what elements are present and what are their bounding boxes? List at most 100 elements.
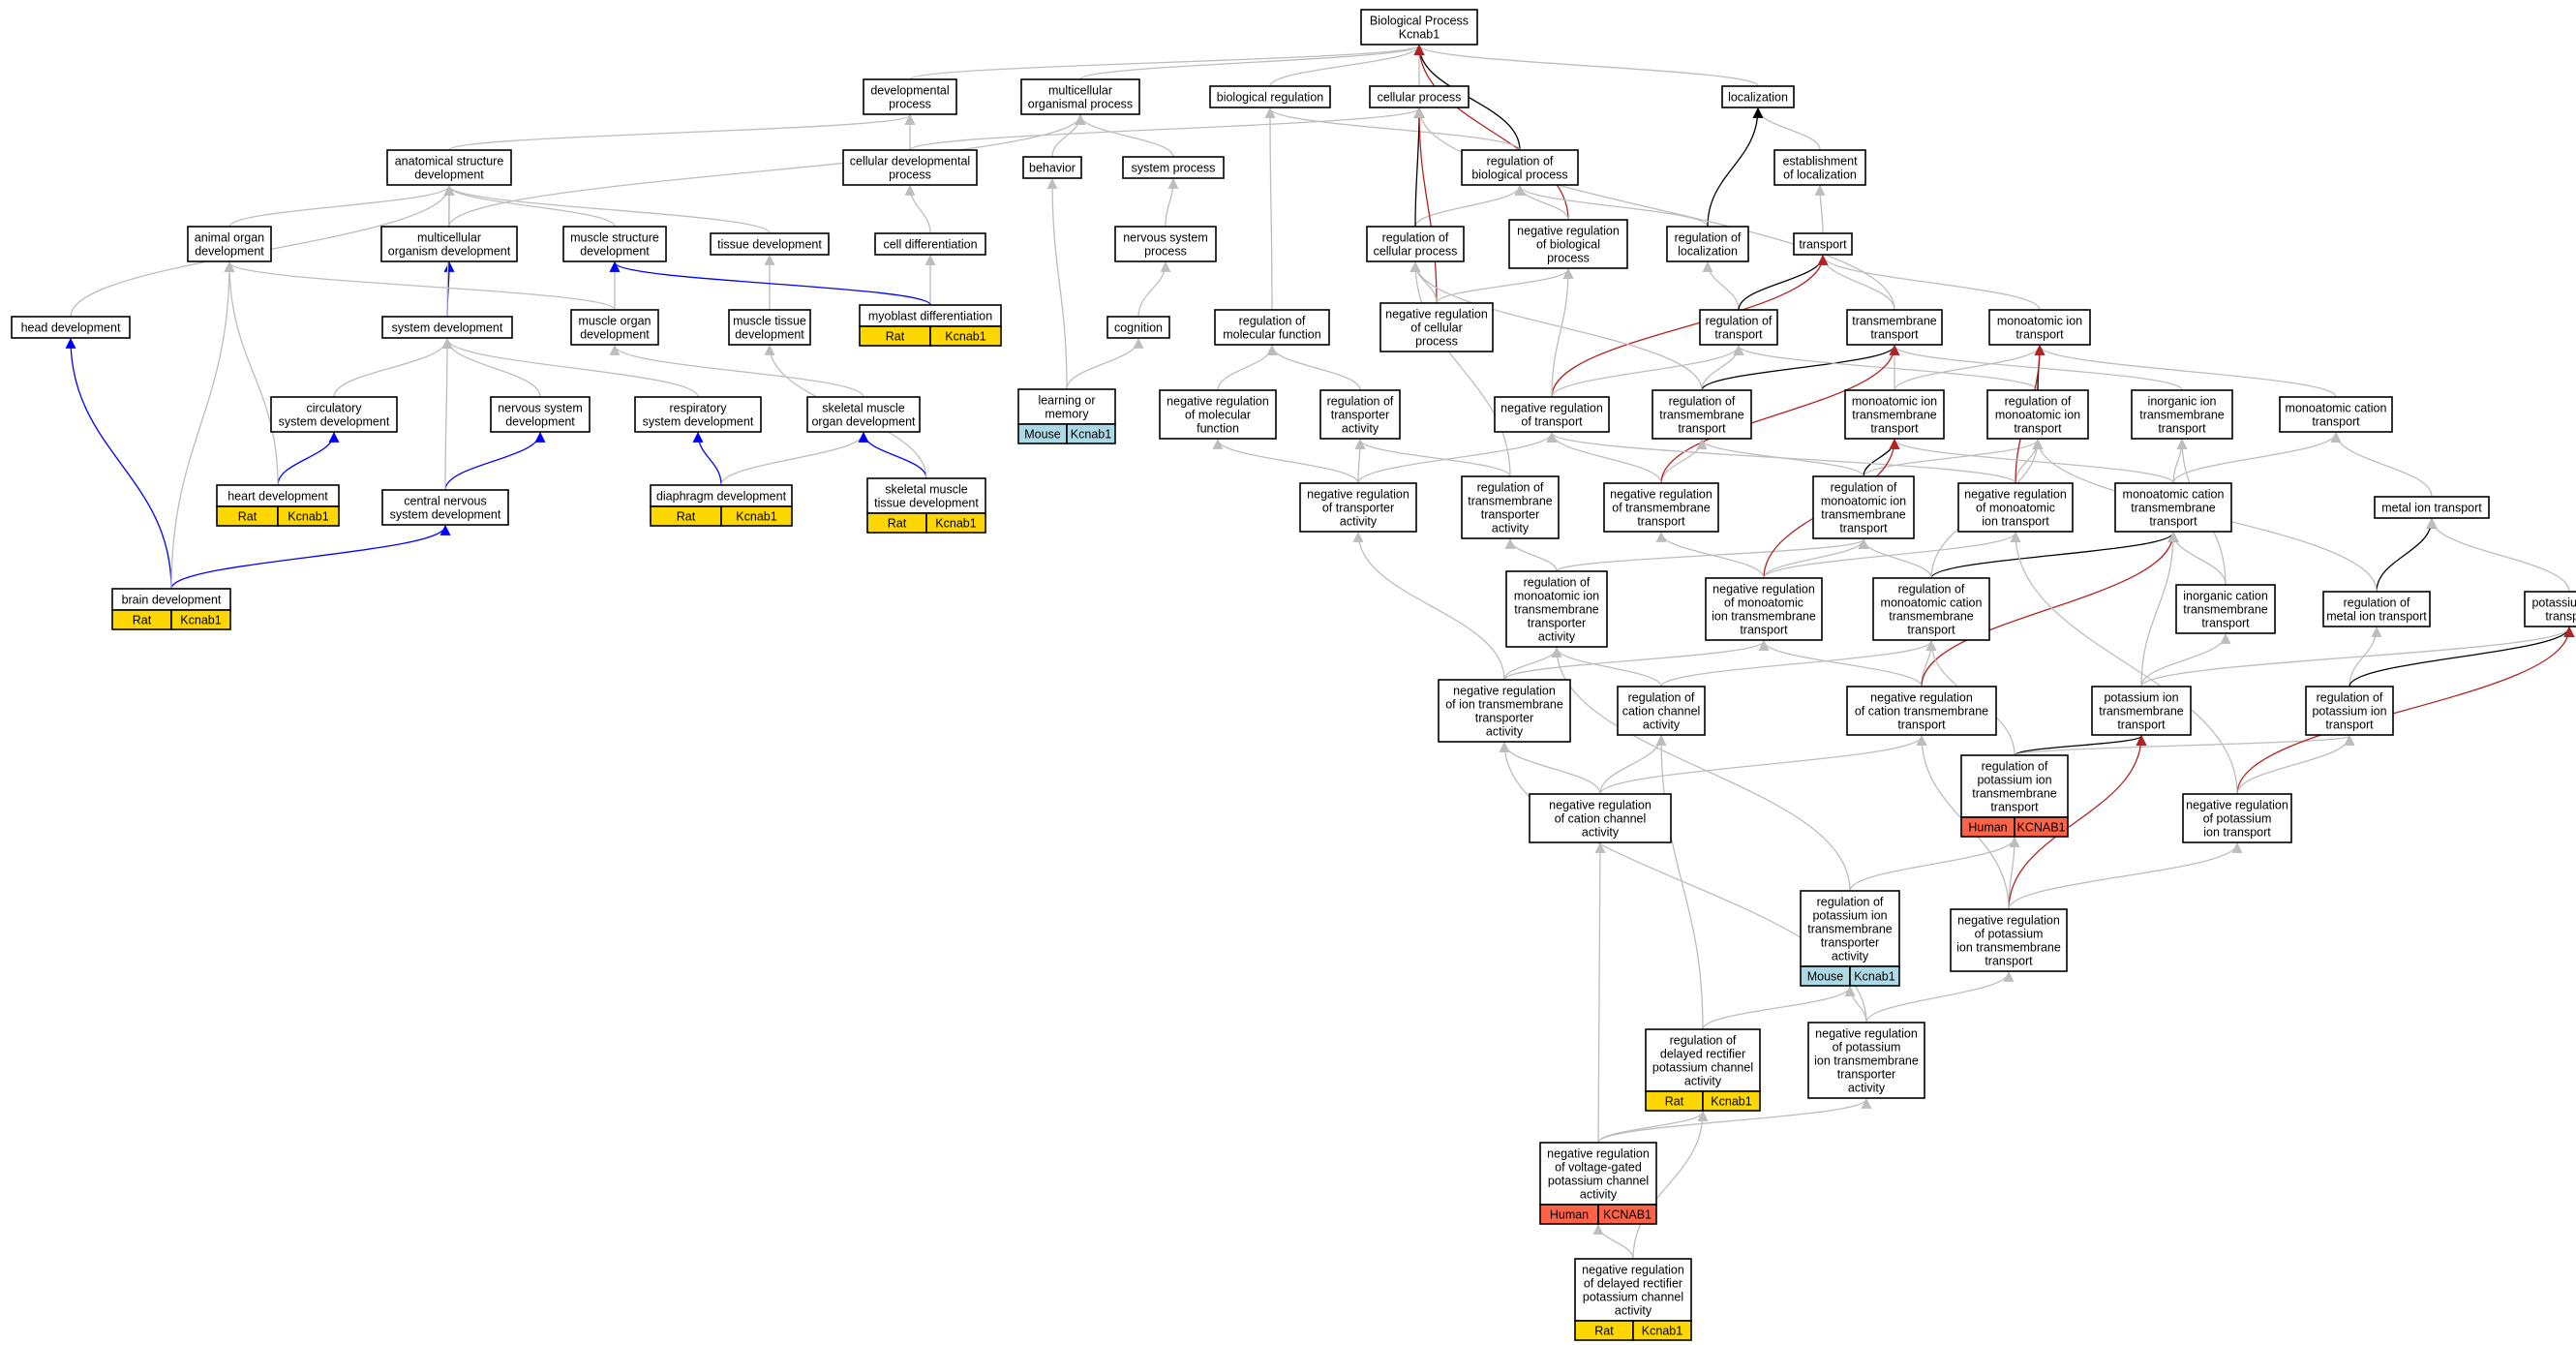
node-sysdev[interactable]: system development bbox=[381, 316, 513, 339]
node-box bbox=[562, 226, 667, 262]
node-label-line: ion transport bbox=[1982, 515, 2049, 529]
node-box bbox=[1529, 793, 1672, 843]
node-label-line: behavior bbox=[1029, 162, 1076, 175]
node-label-line: regulation of bbox=[1670, 1034, 1737, 1048]
node-box bbox=[1122, 156, 1225, 179]
node-transport[interactable]: transport bbox=[1793, 232, 1853, 256]
species-tag: Rat bbox=[1594, 1325, 1614, 1338]
node-tissdev[interactable]: tissue development bbox=[710, 232, 830, 256]
node-box bbox=[1705, 577, 1823, 641]
node-label-line: central nervous bbox=[404, 495, 486, 508]
node-celldiff[interactable]: cell differentiation bbox=[874, 232, 986, 256]
edge-tmtrans-to-transport bbox=[1817, 254, 1895, 311]
node-regtmtact[interactable]: regulation oftransmembranetransporteract… bbox=[1461, 475, 1560, 539]
node-label-line: skeletal muscle bbox=[885, 483, 967, 497]
edge-heartdev-to-circdev bbox=[277, 431, 340, 486]
node-label-line: cation channel bbox=[1622, 705, 1701, 718]
node-headdev[interactable]: head development bbox=[11, 316, 131, 339]
node-metaltrans[interactable]: metal ion transport bbox=[2374, 496, 2490, 519]
node-label-line: biological regulation bbox=[1217, 91, 1324, 105]
edge-regmonotmtact-to-regtmtact bbox=[1504, 537, 1558, 572]
edge-regktmtact-to-regmonotmtact bbox=[1551, 646, 1851, 892]
node-cellproc[interactable]: cellular process bbox=[1369, 85, 1470, 108]
gene-tag-box bbox=[1597, 1204, 1657, 1225]
node-label-line: brain development bbox=[122, 594, 222, 607]
node-label-line: of potassium bbox=[1833, 1041, 1901, 1055]
node-bioreg[interactable]: biological regulation bbox=[1209, 85, 1331, 108]
edge-regdelay-to-regktmtact bbox=[1702, 985, 1856, 1030]
node-label-line: negative regulation bbox=[1385, 308, 1488, 321]
node-sysproc[interactable]: system process bbox=[1122, 156, 1225, 179]
edge-ktmt-to-inorgcat bbox=[2140, 632, 2231, 688]
node-behavior[interactable]: behavior bbox=[1022, 156, 1082, 179]
node-local[interactable]: localization bbox=[1721, 85, 1795, 108]
node-cognition[interactable]: cognition bbox=[1106, 316, 1170, 339]
